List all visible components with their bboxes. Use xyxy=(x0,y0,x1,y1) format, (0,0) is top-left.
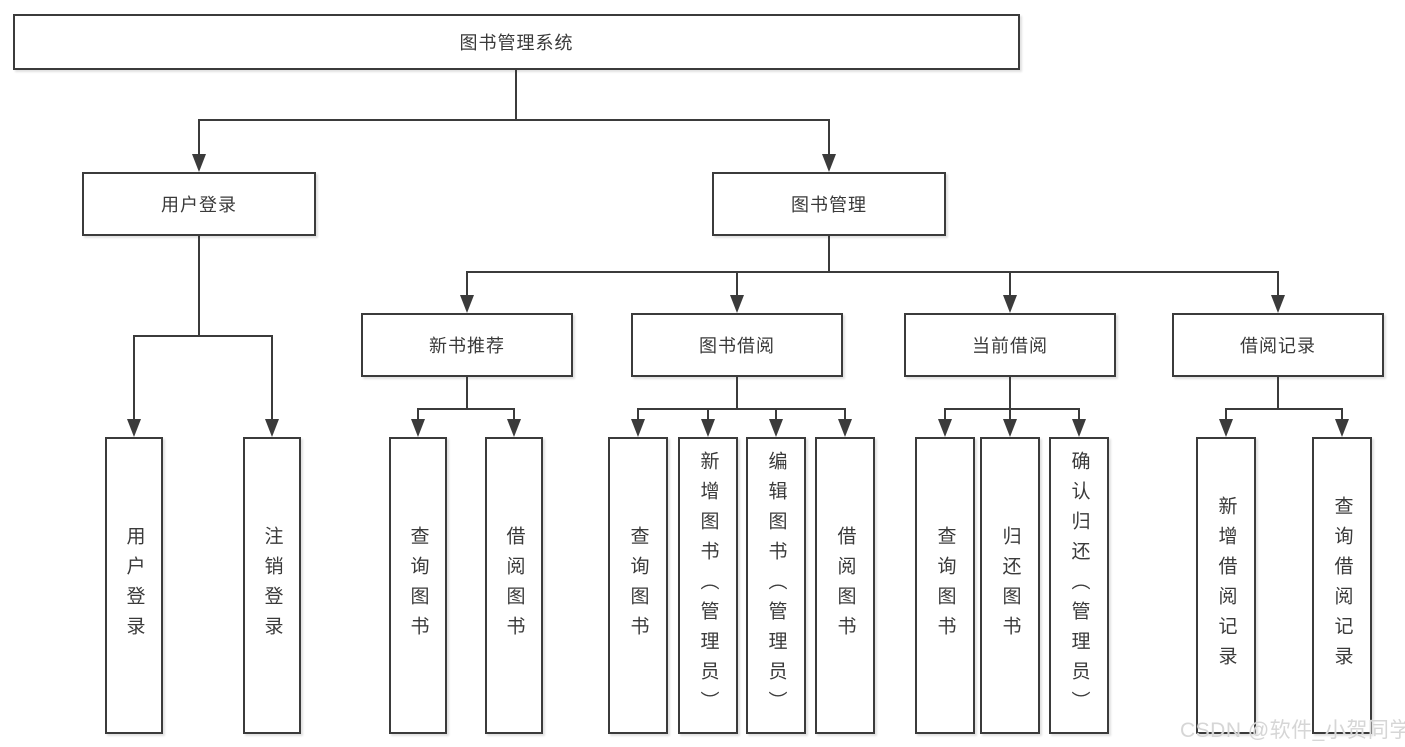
connector-line xyxy=(515,69,517,120)
node-book-management: 图书管理 xyxy=(712,172,946,236)
connector-line xyxy=(637,408,639,421)
leaf-add-book-admin: 新增图书（管理员） xyxy=(678,437,738,734)
leaf-label: 借阅图书 xyxy=(834,525,856,646)
connector-line xyxy=(944,408,1080,410)
arrow-down-icon xyxy=(1072,419,1086,437)
connector-line xyxy=(775,408,777,421)
arrow-down-icon xyxy=(411,419,425,437)
connector-line xyxy=(466,271,1279,273)
arrow-down-icon xyxy=(769,419,783,437)
connector-line xyxy=(1341,408,1343,421)
leaf-newbook-borrow-books: 借阅图书 xyxy=(485,437,543,734)
leaf-newbook-query-books: 查询图书 xyxy=(389,437,447,734)
connector-line xyxy=(1009,377,1011,409)
leaf-logout: 注销登录 xyxy=(243,437,301,734)
connector-line xyxy=(133,335,273,337)
arrow-down-icon xyxy=(1335,419,1349,437)
arrow-down-icon xyxy=(631,419,645,437)
node-label: 图书管理系统 xyxy=(459,33,574,53)
node-user-login: 用户登录 xyxy=(82,172,316,236)
leaf-label: 查询图书 xyxy=(627,525,649,646)
leaf-confirm-return-admin: 确认归还（管理员） xyxy=(1049,437,1109,734)
node-new-book-recommendation: 新书推荐 xyxy=(361,313,573,377)
arrow-down-icon xyxy=(838,419,852,437)
leaf-label: 归还图书 xyxy=(999,525,1021,646)
leaf-label: 借阅图书 xyxy=(503,525,525,646)
connector-line xyxy=(417,408,515,410)
connector-line xyxy=(707,408,709,421)
arrow-down-icon xyxy=(1003,419,1017,437)
connector-line xyxy=(828,235,830,272)
connector-line xyxy=(944,408,946,421)
node-label: 借阅记录 xyxy=(1240,336,1316,356)
leaf-label: 新增借阅记录 xyxy=(1215,495,1237,676)
connector-line xyxy=(133,335,135,421)
node-label: 当前借阅 xyxy=(972,336,1048,356)
leaf-borrowing-query-books: 查询图书 xyxy=(608,437,668,734)
leaf-edit-book-admin: 编辑图书（管理员） xyxy=(746,437,806,734)
connector-line xyxy=(844,408,846,421)
leaf-borrowing-borrow-books: 借阅图书 xyxy=(815,437,875,734)
leaf-label: 确认归还（管理员） xyxy=(1068,450,1090,721)
connector-line xyxy=(466,271,468,297)
connector-line xyxy=(1277,271,1279,297)
leaf-label: 查询图书 xyxy=(407,525,429,646)
leaf-user-login: 用户登录 xyxy=(105,437,163,734)
arrow-down-icon xyxy=(507,419,521,437)
csdn-watermark: CSDN @软件_小贺同学 xyxy=(1180,719,1405,742)
node-label: 新书推荐 xyxy=(429,336,505,356)
connector-line xyxy=(1225,408,1343,410)
connector-line xyxy=(1009,408,1011,421)
arrow-down-icon xyxy=(460,295,474,313)
connector-line xyxy=(637,408,846,410)
leaf-label: 查询图书 xyxy=(934,525,956,646)
connector-line xyxy=(513,408,515,421)
connector-line xyxy=(736,377,738,409)
connector-line xyxy=(1225,408,1227,421)
connector-line xyxy=(1277,377,1279,409)
node-current-borrowing: 当前借阅 xyxy=(904,313,1116,377)
leaf-current-query-books: 查询图书 xyxy=(915,437,975,734)
connector-line xyxy=(271,335,273,421)
node-label: 用户登录 xyxy=(161,195,237,215)
leaf-label: 查询借阅记录 xyxy=(1331,495,1353,676)
leaf-query-borrow-record: 查询借阅记录 xyxy=(1312,437,1372,734)
arrow-down-icon xyxy=(192,154,206,172)
leaf-return-books: 归还图书 xyxy=(980,437,1040,734)
node-book-borrowing: 图书借阅 xyxy=(631,313,843,377)
connector-line xyxy=(417,408,419,421)
connector-line xyxy=(1078,408,1080,421)
arrow-down-icon xyxy=(1219,419,1233,437)
node-label: 图书借阅 xyxy=(699,336,775,356)
arrow-down-icon xyxy=(730,295,744,313)
leaf-label: 编辑图书（管理员） xyxy=(765,450,787,721)
node-borrowing-records: 借阅记录 xyxy=(1172,313,1384,377)
connector-line xyxy=(198,119,200,156)
leaf-add-borrow-record: 新增借阅记录 xyxy=(1196,437,1256,734)
leaf-label: 新增图书（管理员） xyxy=(697,450,719,721)
node-label: 图书管理 xyxy=(791,195,867,215)
connector-line xyxy=(1009,271,1011,297)
leaf-label: 注销登录 xyxy=(261,525,283,646)
arrow-down-icon xyxy=(265,419,279,437)
connector-line xyxy=(828,119,830,156)
connector-line xyxy=(198,119,830,121)
connector-line xyxy=(198,235,200,336)
arrow-down-icon xyxy=(127,419,141,437)
leaf-label: 用户登录 xyxy=(123,525,145,646)
arrow-down-icon xyxy=(938,419,952,437)
arrow-down-icon xyxy=(701,419,715,437)
arrow-down-icon xyxy=(1003,295,1017,313)
connector-line xyxy=(736,271,738,297)
arrow-down-icon xyxy=(1271,295,1285,313)
arrow-down-icon xyxy=(822,154,836,172)
connector-line xyxy=(466,377,468,409)
node-library-management-system: 图书管理系统 xyxy=(13,14,1020,70)
